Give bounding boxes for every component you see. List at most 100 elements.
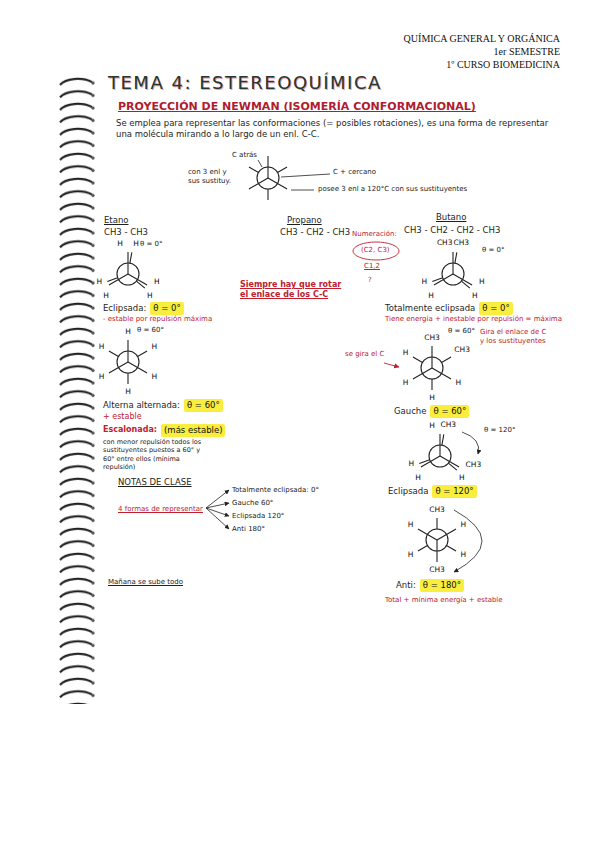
angle-label: θ = 60° [137,326,164,335]
substituent-label: CH3 [424,334,440,342]
body-note: con menor repulsión todos los sustituyen… [103,438,203,472]
highlighted-value: θ = 0° [153,303,180,314]
highlighted-value: θ = 0° [482,303,509,314]
front-bond [249,178,268,189]
page-title: TEMA 4: ESTEREOQUÍMICA [108,72,382,93]
conformation-name: Eclipsada [388,486,428,497]
substituent-label: CH3 [429,506,445,514]
substituent-label: H [461,551,467,559]
newman-projection [249,156,287,200]
substituent-label: H [472,292,478,300]
substituent-label: H [403,349,409,357]
angle-label: θ = 120° [484,426,515,435]
conformation-name: Eclipsada [388,486,428,497]
red-note: Numeración: [352,230,397,239]
substituent-label: H [472,292,478,300]
substituent-label: H [96,278,102,286]
annotation: posee 3 enl a 120°C con sus sustituyente… [318,185,467,194]
conformation-name: Alterna alternada: [103,400,180,411]
conformation-name: Totalmente eclipsada [385,303,475,314]
conformation-name: Escalonada: [103,425,157,435]
substituent-label: H [117,240,123,248]
conformation-name: Gauche [394,406,426,417]
branch-arrow [206,503,229,508]
annotation: posee 3 enl a 120°C con sus sustituyente… [318,185,467,194]
substituent-label: H [147,292,153,300]
red-note: C1,2 [364,262,380,271]
front-bond [127,340,128,362]
section-title: PROYECCIÓN DE NEWMAN (ISOMERÍA CONFORMAC… [118,100,476,114]
conformation-name: Gauche [394,406,426,417]
red-note: + estable [103,412,142,422]
header-text: QUÍMICA GENERAL Y ORGÁNICA [404,33,560,46]
newman-projection [107,252,147,288]
substituent-label: H [421,278,427,286]
conformation-name: Eclipsada: [103,303,146,314]
highlight-box: θ = 0° [150,302,183,315]
red-arrow [384,363,399,367]
substituent-label: H [461,551,467,559]
conformation-name: Anti: [396,580,416,591]
substituent-label: H [147,292,153,300]
substituent-label: CH3 [440,421,456,429]
annotation: C + cercano [333,168,376,177]
substituent-label: CH3 [453,239,469,247]
list-item: Totalmente eclipsada: 0° [232,486,319,495]
leader-line [258,160,262,167]
substituent-label: H [429,394,435,402]
substituent-label: H [403,379,409,387]
red-note: Total + mínima energía + estable [385,596,503,605]
substituent-label: H [99,373,105,381]
list-item: Eclipsada 120° [232,512,284,521]
angle-label: θ = 0° [482,246,505,255]
substituent-label: H [461,521,467,529]
substituent-label: H [96,278,102,286]
substituent-label: H [152,343,158,351]
header-text: QUÍMICA GENERAL Y ORGÁNICA [404,33,560,46]
front-bond [432,368,451,379]
molecule-name: Propano [287,215,322,226]
highlight-box: (más estable) [161,424,225,437]
leader-line [291,190,314,191]
molecule-name: Etano [104,215,129,226]
substituent-label: H [117,240,123,248]
substituent-label: CH3 [424,334,440,342]
newman-projection [432,252,472,288]
section-title: PROYECCIÓN DE NEWMAN (ISOMERÍA CONFORMAC… [118,100,476,114]
substituent-label: H [133,240,139,248]
substituent-label: H [125,328,131,336]
substituent-label: CH3 [429,506,445,514]
conformation-name: Eclipsada: [103,303,146,314]
front-bond [452,252,453,274]
substituent-label: H [415,474,421,482]
molecule-name: Etano [104,215,129,226]
front-bond [267,156,268,178]
section-title: NOTAS DE CLASE [118,477,192,488]
substituent-label: CH3 [437,239,453,247]
back-bond [267,189,268,200]
substituent-label: H [456,379,462,387]
substituent-label: CH3 [454,346,470,354]
back-bond [278,167,288,173]
body-note: Se emplea para representar las conformac… [116,118,561,139]
red-circle [353,242,399,260]
substituent-label: CH3 [466,461,482,469]
back-bond [418,546,428,552]
substituent-label: CH3 [466,461,482,469]
front-bond [453,274,472,285]
angle-label: θ = 0° [140,240,163,249]
back-bond [431,379,432,390]
conformation-name: Escalonada: [103,425,157,435]
substituent-label: H [125,328,131,336]
back-bond [442,357,452,363]
substituent-label: H [479,278,485,286]
red-note: 4 formas de representar [118,505,203,514]
highlight-box: θ = 0° [479,302,512,315]
leader-line [281,174,330,177]
substituent-label: H [408,551,414,559]
spiral-binding [58,76,98,704]
front-bond [431,346,432,368]
red-note: Gira el enlace de C y los sustituyentes [480,328,548,346]
substituent-label: CH3 [437,239,453,247]
